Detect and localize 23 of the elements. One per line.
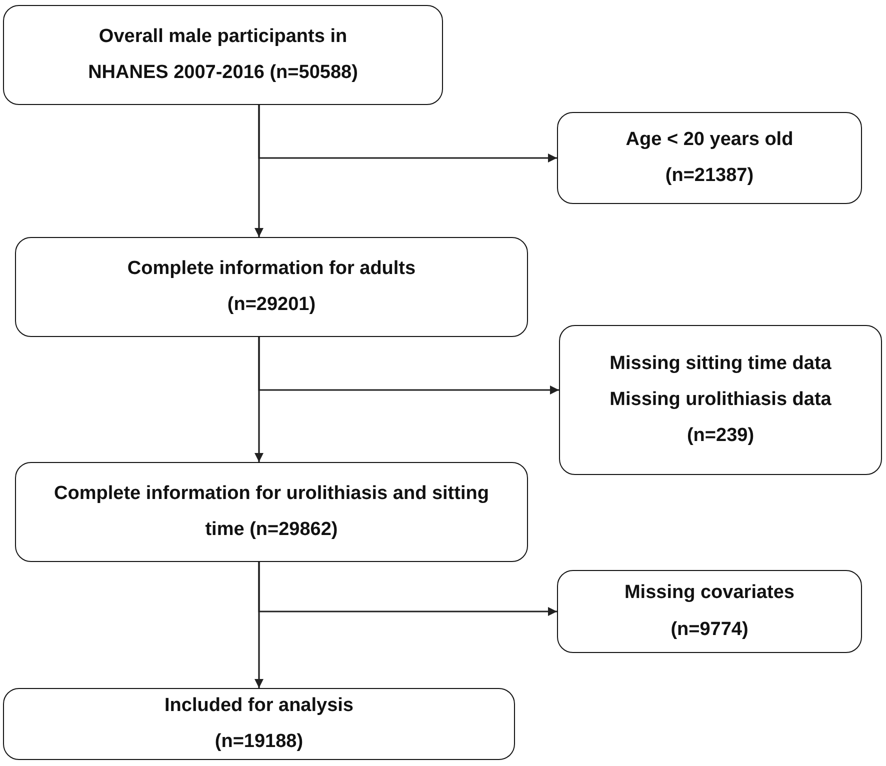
arrow [258,337,559,394]
process-box [3,5,443,105]
process-box [557,112,862,204]
box-text: Missing urolithiasis data [610,388,832,412]
process-box [15,237,528,337]
box-text: Complete information for adults [127,256,416,281]
box-text: Age < 20 years old [626,128,794,152]
box-text: (n=19188) [214,730,304,754]
process-box [3,688,515,760]
box-text: (n=21387) [665,164,754,188]
box-text: Overall male participants in NHANES 2007-2016 (n=50588) [87,24,359,85]
box-text: Missing covariates [624,581,795,606]
process-box [15,462,528,562]
box-text: (n=239) [686,424,754,448]
arrow [258,562,557,616]
box-text: (n=9774) [670,618,748,642]
arrow [258,105,557,162]
box-text: Complete information for urolithiasis and sitting time (n=29862) [53,482,490,542]
process-box [557,570,862,653]
box-text: Missing sitting time data [610,352,832,376]
process-box [559,325,882,475]
box-text: (n=29201) [227,293,316,317]
box-text: Included for analysis [164,694,354,718]
